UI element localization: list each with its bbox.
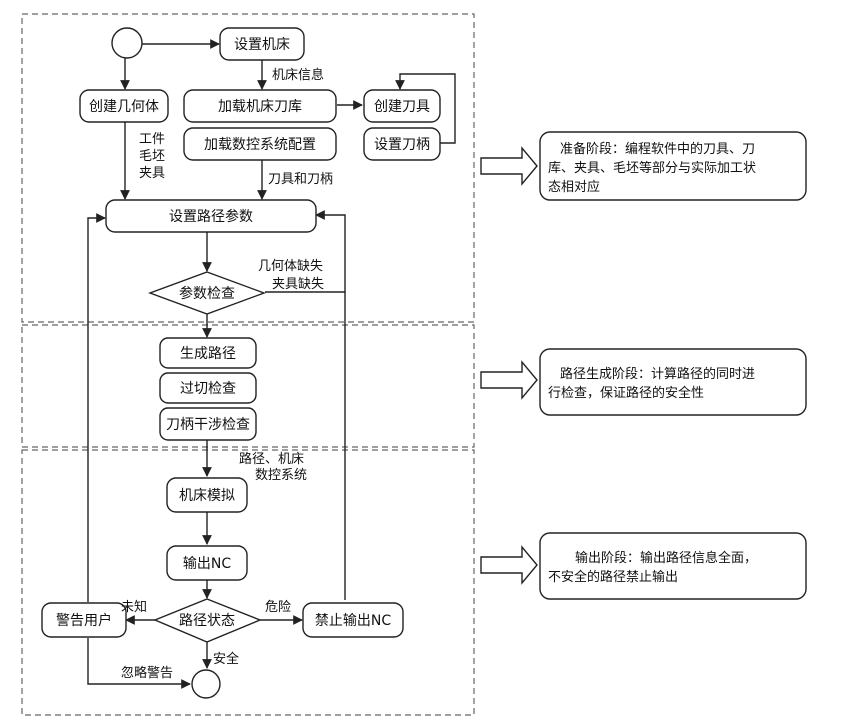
node-create-geometry-label: 创建几何体: [89, 99, 159, 115]
node-holder-interference-check: 刀柄干涉检查: [159, 407, 257, 441]
connectors: [87, 39, 456, 689]
edge-label-machine-info: 机床信息: [272, 67, 324, 83]
node-set-path-params-label: 设置路径参数: [169, 208, 253, 225]
edge-label-safe: 安全: [213, 651, 239, 667]
node-setup-machine: 设置机床: [219, 27, 305, 61]
node-forbid-output-nc-label: 禁止输出NC: [315, 613, 391, 629]
node-load-tool-library-label: 加载机床刀库: [218, 99, 302, 115]
stage-note-prep-line2: 库、夹具、毛坯等部分与实际加工状: [548, 160, 756, 176]
node-generate-path-label: 生成路径: [180, 346, 236, 362]
stage-arrow-output: [480, 545, 538, 585]
stage-note-generation-line2: 行检查，保证路径的安全性: [548, 385, 704, 401]
stage-frame-prep: [21, 13, 475, 323]
node-path-status-label: 路径状态: [179, 613, 235, 629]
edge-label-ignore-warning: 忽略警告: [121, 665, 173, 681]
stage-note-output-line1: 输出阶段：输出路径信息全面，: [575, 550, 757, 566]
stage-arrow-prep: [480, 146, 538, 186]
node-machine-sim: 机床模拟: [166, 477, 248, 513]
stage-note-prep: 准备阶段：编程软件中的刀具、刀 库、夹具、毛坯等部分与实际加工状 态相对应: [539, 131, 807, 201]
edge-label-unknown: 未知: [121, 599, 147, 615]
node-param-check-label: 参数检查: [179, 285, 235, 302]
stage-note-prep-line3: 态相对应: [548, 179, 600, 195]
node-output-nc: 输出NC: [166, 545, 248, 581]
edge-label-geometry-missing: 几何体缺失: [258, 258, 323, 274]
edge-label-path-machine-1: 路径、机床: [239, 451, 304, 467]
node-load-nc-config: 加载数控系统配置: [183, 127, 337, 161]
edge-label-tool-and-holder: 刀具和刀柄: [268, 172, 333, 187]
edge-label-danger: 危险: [265, 600, 291, 615]
node-overcut-check-label: 过切检查: [180, 381, 236, 397]
node-warn-user-label: 警告用户: [56, 612, 112, 629]
edge-labels: 机床信息 工件 毛坯 夹具 刀具和刀柄 几何体缺失 夹具缺失 路径、机床 数控系…: [121, 67, 333, 681]
node-set-holder-label: 设置刀柄: [374, 137, 430, 153]
node-generate-path: 生成路径: [159, 337, 257, 369]
stage-note-prep-line1: 准备阶段：编程软件中的刀具、刀: [560, 141, 755, 157]
node-overcut-check: 过切检查: [159, 372, 257, 404]
start-node: [111, 27, 143, 59]
stage-arrow-generation: [480, 360, 538, 400]
stage-frame-generation: [21, 324, 475, 448]
edge-label-fixture: 夹具: [139, 166, 165, 181]
node-create-geometry: 创建几何体: [79, 89, 169, 123]
node-path-status: 路径状态: [153, 598, 262, 643]
node-machine-sim-label: 机床模拟: [179, 488, 235, 504]
node-set-path-params: 设置路径参数: [105, 199, 317, 233]
stage-note-generation-line1: 路径生成阶段：计算路径的同时进: [560, 366, 755, 382]
node-set-holder: 设置刀柄: [363, 127, 441, 161]
stage-note-output-line2: 不安全的路径禁止输出: [548, 569, 678, 585]
edge-label-blank: 毛坯: [139, 149, 165, 164]
node-warn-user: 警告用户: [41, 602, 127, 638]
node-create-tool-label: 创建刀具: [374, 99, 430, 115]
edge-label-workpiece: 工件: [139, 132, 165, 147]
end-node: [191, 669, 221, 699]
node-param-check: 参数检查: [147, 271, 267, 315]
edge-label-path-machine-2: 数控系统: [255, 468, 307, 483]
stage-note-generation: 路径生成阶段：计算路径的同时进 行检查，保证路径的安全性: [539, 348, 807, 416]
node-load-nc-config-label: 加载数控系统配置: [204, 137, 316, 153]
stage-frame-output: [21, 449, 475, 716]
node-load-tool-library: 加载机床刀库: [183, 89, 337, 123]
node-holder-interference-check-label: 刀柄干涉检查: [166, 417, 250, 433]
edge-label-fixture-missing: 夹具缺失: [272, 277, 324, 292]
node-forbid-output-nc: 禁止输出NC: [302, 602, 404, 638]
stage-note-output: 输出阶段：输出路径信息全面， 不安全的路径禁止输出: [539, 532, 807, 600]
node-setup-machine-label: 设置机床: [234, 37, 290, 53]
node-output-nc-label: 输出NC: [183, 556, 231, 572]
node-create-tool: 创建刀具: [363, 89, 441, 123]
